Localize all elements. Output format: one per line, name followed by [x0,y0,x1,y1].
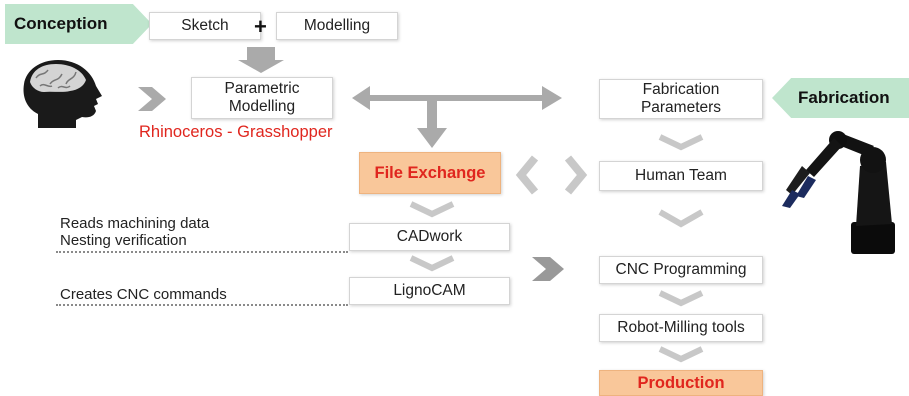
cnc-programming-box: CNC Programming [599,256,763,284]
file-exchange-box: File Exchange [359,152,501,194]
human-team-box: Human Team [599,161,763,191]
modelling-box: Modelling [276,12,398,40]
parametric-label-line2: Modelling [228,98,296,115]
chevron-down-to-human-team [658,134,704,151]
fab-params-line1: Fabrication [642,81,720,98]
chevron-down-to-lignocam [409,255,455,272]
double-arrow-parametric-fabrication [352,86,562,110]
fabrication-tag: Fabrication [772,78,909,118]
chevron-down-to-production [658,346,704,363]
reads-note-line2: Nesting verification [60,232,187,249]
reads-note-line1: Reads machining data [60,215,210,232]
production-box: Production [599,370,763,396]
software-label: Rhinoceros - Grasshopper [139,123,333,141]
down-arrow-to-parametric [238,47,284,73]
down-arrow-to-file-exchange [417,101,447,148]
creates-note: Creates CNC commands [60,286,227,303]
robot-milling-box: Robot-Milling tools [599,314,763,342]
chevron-down-to-cadwork [409,201,455,218]
lignocam-label: LignoCAM [393,282,466,299]
creates-note-dotted-line [56,304,348,306]
chevron-down-to-robot-milling [658,290,704,307]
chevron-down-from-human-team [658,209,704,228]
parametric-label-line1: Parametric [224,80,300,97]
cnc-programming-label: CNC Programming [615,261,747,278]
conception-label: Conception [14,14,108,33]
right-arrow-from-head [138,87,166,111]
cadwork-box: CADwork [349,223,510,251]
sketch-label: Sketch [181,17,229,34]
human-head-brain-icon [23,60,102,128]
reads-note-dotted-line [56,251,348,253]
left-angle-bracket [515,155,539,195]
robot-milling-label: Robot-Milling tools [617,319,745,336]
robot-arm-icon [782,131,895,254]
right-arrow-to-cnc [532,257,564,281]
fabrication-label: Fabrication [798,88,890,107]
parametric-modelling-box: Parametric Modelling [191,77,333,119]
sketch-box: Sketch [149,12,261,40]
human-team-label: Human Team [635,167,727,184]
fabrication-parameters-box: Fabrication Parameters [599,79,763,119]
fab-params-line2: Parameters [640,99,722,116]
file-exchange-label: File Exchange [374,164,486,182]
lignocam-box: LignoCAM [349,277,510,305]
cadwork-label: CADwork [396,228,463,245]
right-angle-bracket [564,155,588,195]
plus-sign: + [254,14,267,39]
production-label: Production [637,374,725,392]
modelling-label: Modelling [303,17,371,34]
conception-tag: Conception [5,4,152,44]
